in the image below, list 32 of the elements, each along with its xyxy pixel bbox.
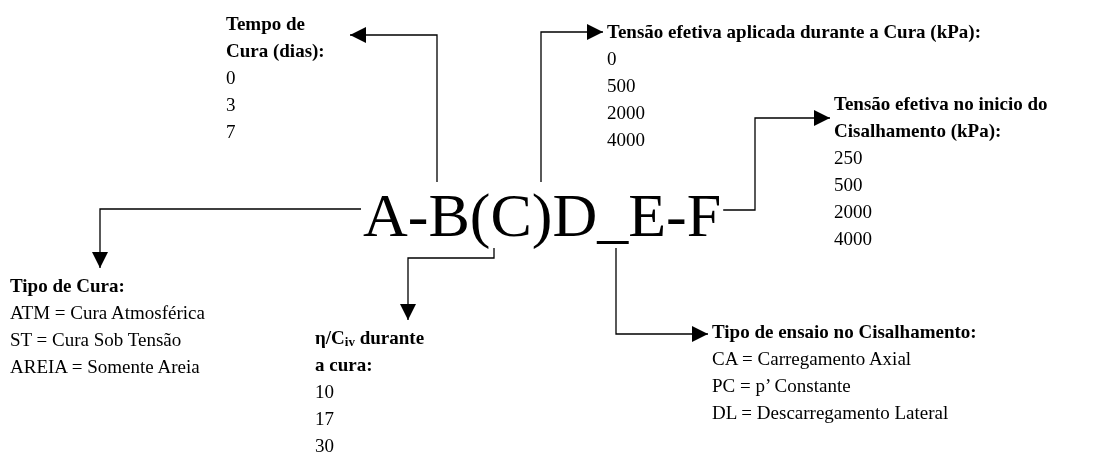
leader-arrow	[722, 110, 831, 211]
value-text: 500	[607, 74, 636, 98]
leader-arrow	[349, 27, 438, 183]
value-text: 2000	[834, 200, 872, 224]
leader-arrow	[540, 24, 604, 183]
value-text: 3	[226, 93, 236, 117]
value-text: ST = Cura Sob Tensão	[10, 328, 182, 352]
value-text: 500	[834, 173, 863, 197]
leader-arrow	[400, 247, 495, 321]
value-text: 7	[226, 120, 236, 144]
annotation-heading: Tipo de ensaio no Cisalhamento:	[712, 320, 977, 344]
value-text: 2000	[607, 101, 645, 125]
annotation-heading: Tensão efetiva no inicio do Cisalhamento (kPa):	[834, 92, 1049, 143]
value-text: 30	[315, 434, 334, 458]
value-text: 250	[834, 146, 863, 170]
annotation-heading: η/C$_{iv}$ durante a cura:	[315, 326, 426, 377]
value-text: 4000	[607, 128, 645, 152]
value-text: DL = Descarregamento Lateral	[712, 401, 949, 425]
leader-arrow	[92, 208, 362, 269]
value-text: PC = p’ Constante	[712, 374, 851, 398]
annotation-heading: Tipo de Cura:	[10, 274, 125, 298]
value-text: CA = Carregamento Axial	[712, 347, 912, 371]
leader-arrow	[615, 247, 709, 342]
value-text: 0	[607, 47, 617, 71]
value-text: 10	[315, 380, 334, 404]
value-text: 4000	[834, 227, 872, 251]
value-text: ATM = Cura Atmosférica	[10, 301, 205, 325]
value-text: 17	[315, 407, 334, 431]
value-text: AREIA = Somente Areia	[10, 355, 200, 379]
annotation-heading: Tensão efetiva aplicada durante a Cura (kPa):	[607, 20, 982, 44]
value-text: 0	[226, 66, 236, 90]
annotation-heading: Tempo de Cura (dias):	[226, 12, 326, 63]
